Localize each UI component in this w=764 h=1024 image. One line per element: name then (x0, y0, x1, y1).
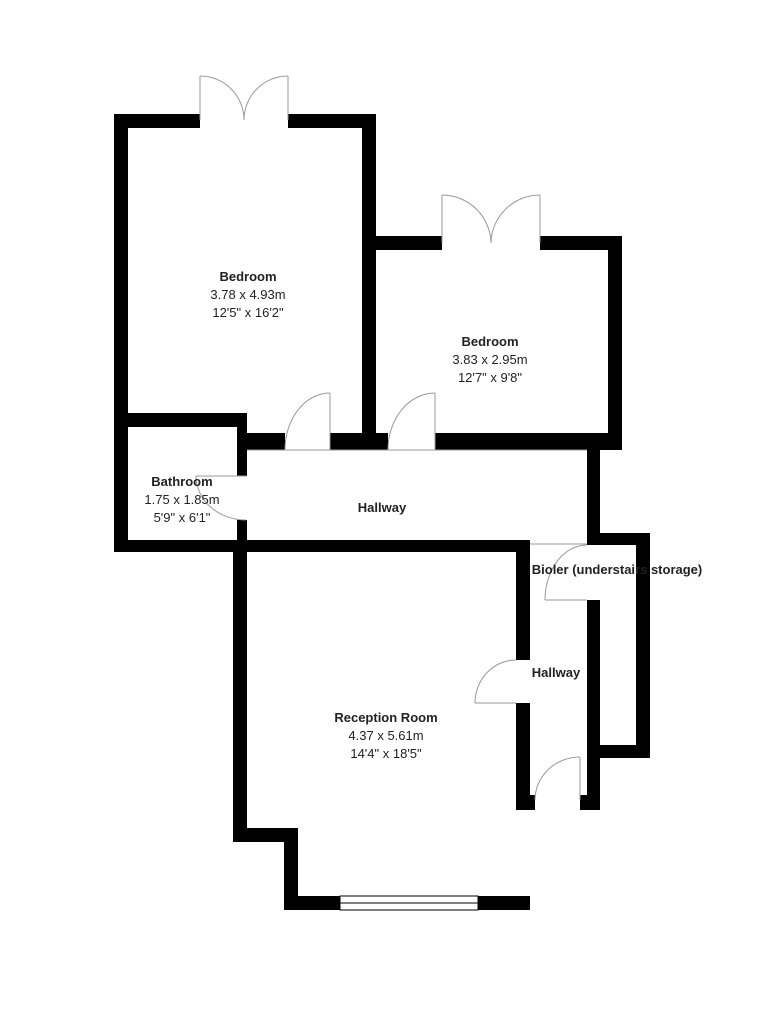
wall (233, 540, 247, 842)
wall (114, 540, 530, 552)
room-imperial: 12'7" x 9'8" (457, 370, 523, 385)
room-imperial: 5'9" x 6'1" (153, 510, 211, 525)
room-metric: 1.75 x 1.85m (144, 492, 220, 507)
wall (114, 114, 200, 128)
french-door-bedroom1 (199, 75, 289, 121)
wall (435, 433, 622, 450)
wall (362, 236, 442, 250)
wall (516, 540, 530, 660)
wall (608, 236, 622, 450)
door-storage (544, 544, 588, 601)
room-label-hallway-lower: Hallway (532, 664, 580, 682)
wall (540, 236, 622, 250)
wall (237, 433, 285, 450)
room-name: Bedroom (461, 334, 519, 349)
walls (114, 114, 650, 910)
room-name: Bathroom (151, 474, 213, 489)
door-reception (474, 659, 517, 704)
room-name: Bioler (understairs storage) (531, 562, 703, 577)
room-name: Reception Room (334, 710, 438, 725)
door-bedroom1 (284, 392, 331, 451)
room-metric: 3.78 x 4.93m (210, 287, 286, 302)
room-label-bedroom1: Bedroom 3.78 x 4.93m 12'5" x 16'2" (210, 268, 285, 322)
room-imperial: 12'5" x 16'2" (212, 305, 284, 320)
wall (478, 896, 530, 910)
wall (237, 520, 247, 552)
wall (587, 600, 600, 810)
room-metric: 4.37 x 5.61m (348, 728, 424, 743)
wall (587, 533, 650, 545)
wall (516, 795, 535, 810)
room-name: Hallway (357, 500, 407, 515)
wall (636, 533, 650, 758)
wall (330, 433, 388, 450)
wall (284, 896, 340, 910)
wall (580, 795, 600, 810)
room-name: Hallway (531, 665, 581, 680)
wall (587, 450, 600, 545)
wall (587, 745, 650, 758)
room-imperial: 14'4" x 18'5" (350, 746, 422, 761)
wall (233, 828, 298, 842)
room-label-storage: Bioler (understairs storage) (532, 561, 703, 579)
wall (114, 413, 247, 427)
room-label-bedroom2: Bedroom 3.83 x 2.95m 12'7" x 9'8" (452, 333, 527, 387)
wall (284, 828, 298, 910)
room-label-reception: Reception Room 4.37 x 5.61m 14'4" x 18'5… (334, 709, 437, 763)
french-door-bedroom2 (441, 194, 541, 244)
wall (114, 114, 128, 552)
door-bedroom2 (387, 392, 436, 451)
room-name: Bedroom (219, 269, 277, 284)
wall (362, 114, 376, 450)
room-label-bathroom: Bathroom 1.75 x 1.85m 5'9" x 6'1" (144, 473, 219, 527)
window-reception (339, 895, 479, 911)
room-label-hallway-upper: Hallway (358, 499, 406, 517)
room-metric: 3.83 x 2.95m (452, 352, 528, 367)
wall (288, 114, 376, 128)
wall (516, 703, 530, 810)
door-entrance (534, 756, 581, 801)
door-bathroom (195, 475, 247, 521)
